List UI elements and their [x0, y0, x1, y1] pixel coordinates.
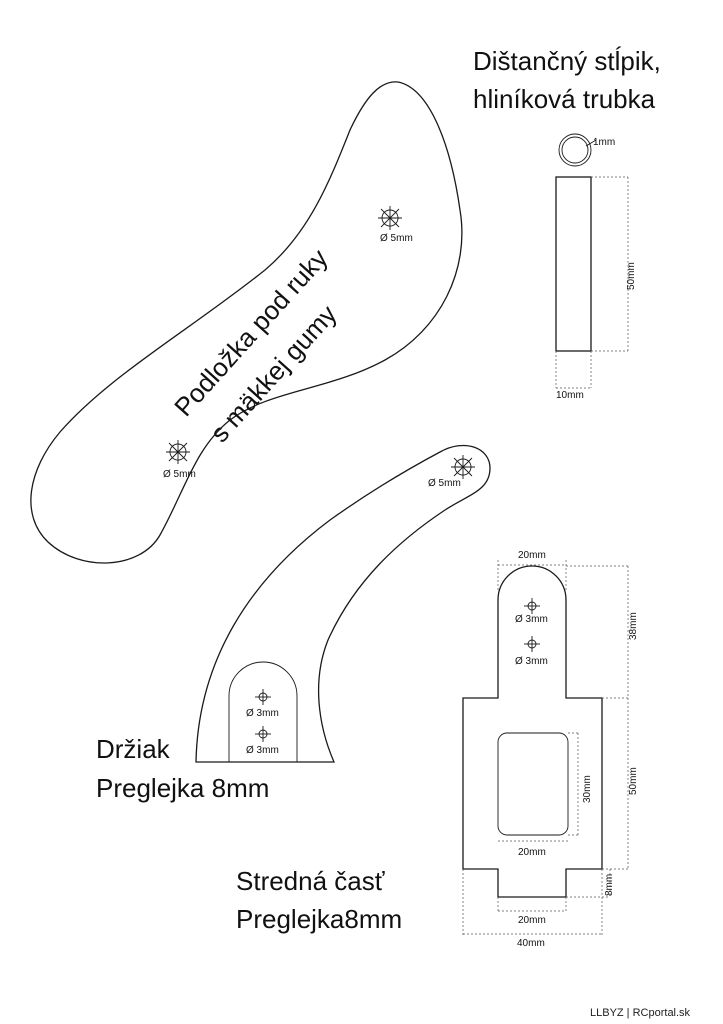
holder-hole-top: [451, 455, 475, 479]
middle-part: Ø 3mm Ø 3mm 20mm 38mm 50mm 8mm 30mm 20mm: [236, 550, 639, 949]
middle-hole-b-label: Ø 3mm: [515, 656, 548, 667]
middle-part-title-line2: Preglejka8mm: [236, 904, 402, 934]
palm-pad-outline: [30, 81, 463, 564]
middle-part-title-line1: Stredná časť: [236, 866, 385, 896]
dim-bottom-tab-width-label: 20mm: [518, 915, 546, 926]
spacer-wall-label: 1mm: [593, 137, 615, 148]
tube-end-outer: [558, 133, 592, 167]
holder-title-line2: Preglejka 8mm: [96, 773, 269, 803]
spacer-diameter-label: 10mm: [556, 390, 584, 401]
footer-credit: LLBYZ | RCportal.sk: [590, 1007, 691, 1019]
palm-hole-lower: [166, 440, 190, 464]
holder-hole-top-label: Ø 5mm: [428, 478, 461, 489]
holder-hole-a-label: Ø 3mm: [246, 708, 279, 719]
tube-end-inner: [561, 136, 589, 164]
middle-hole-a-label: Ø 3mm: [515, 614, 548, 625]
holder: Ø 5mm Ø 3mm Ø 3mm Držiak Preglejka 8mm: [96, 444, 491, 803]
palm-hole-upper: [378, 206, 402, 230]
holder-hole-a: [255, 689, 271, 705]
tube-wall-leader: [585, 139, 597, 147]
holder-hole-b-label: Ø 3mm: [246, 745, 279, 756]
middle-hole-b: [524, 636, 540, 652]
dim-bottom-tab-height-label: 8mm: [604, 874, 615, 896]
middle-hole-a: [524, 598, 540, 614]
palm-hole-lower-label: Ø 5mm: [163, 469, 196, 480]
dim-body-height-label: 50mm: [628, 767, 639, 795]
dim-total-width-label: 40mm: [517, 938, 545, 949]
tube-side-view: [555, 176, 592, 352]
holder-title-line1: Držiak: [96, 734, 171, 764]
dim-top-width-label: 20mm: [518, 550, 546, 561]
spacer-title-line2: hliníková trubka: [473, 84, 656, 114]
dim-top-height-label: 38mm: [628, 612, 639, 640]
dim-window-width-label: 20mm: [518, 847, 546, 858]
holder-hole-b: [255, 726, 271, 742]
holder-slot: [228, 661, 298, 762]
holder-outline: [195, 444, 491, 763]
middle-part-window: [497, 732, 569, 836]
dim-window-height-label: 30mm: [582, 775, 593, 803]
spacer: Dištančný stĺpik, hliníková trubka 1mm 5…: [473, 46, 661, 401]
spacer-length-label: 50mm: [626, 262, 637, 290]
palm-hole-upper-label: Ø 5mm: [380, 233, 413, 244]
spacer-title-line1: Dištančný stĺpik,: [473, 46, 661, 76]
